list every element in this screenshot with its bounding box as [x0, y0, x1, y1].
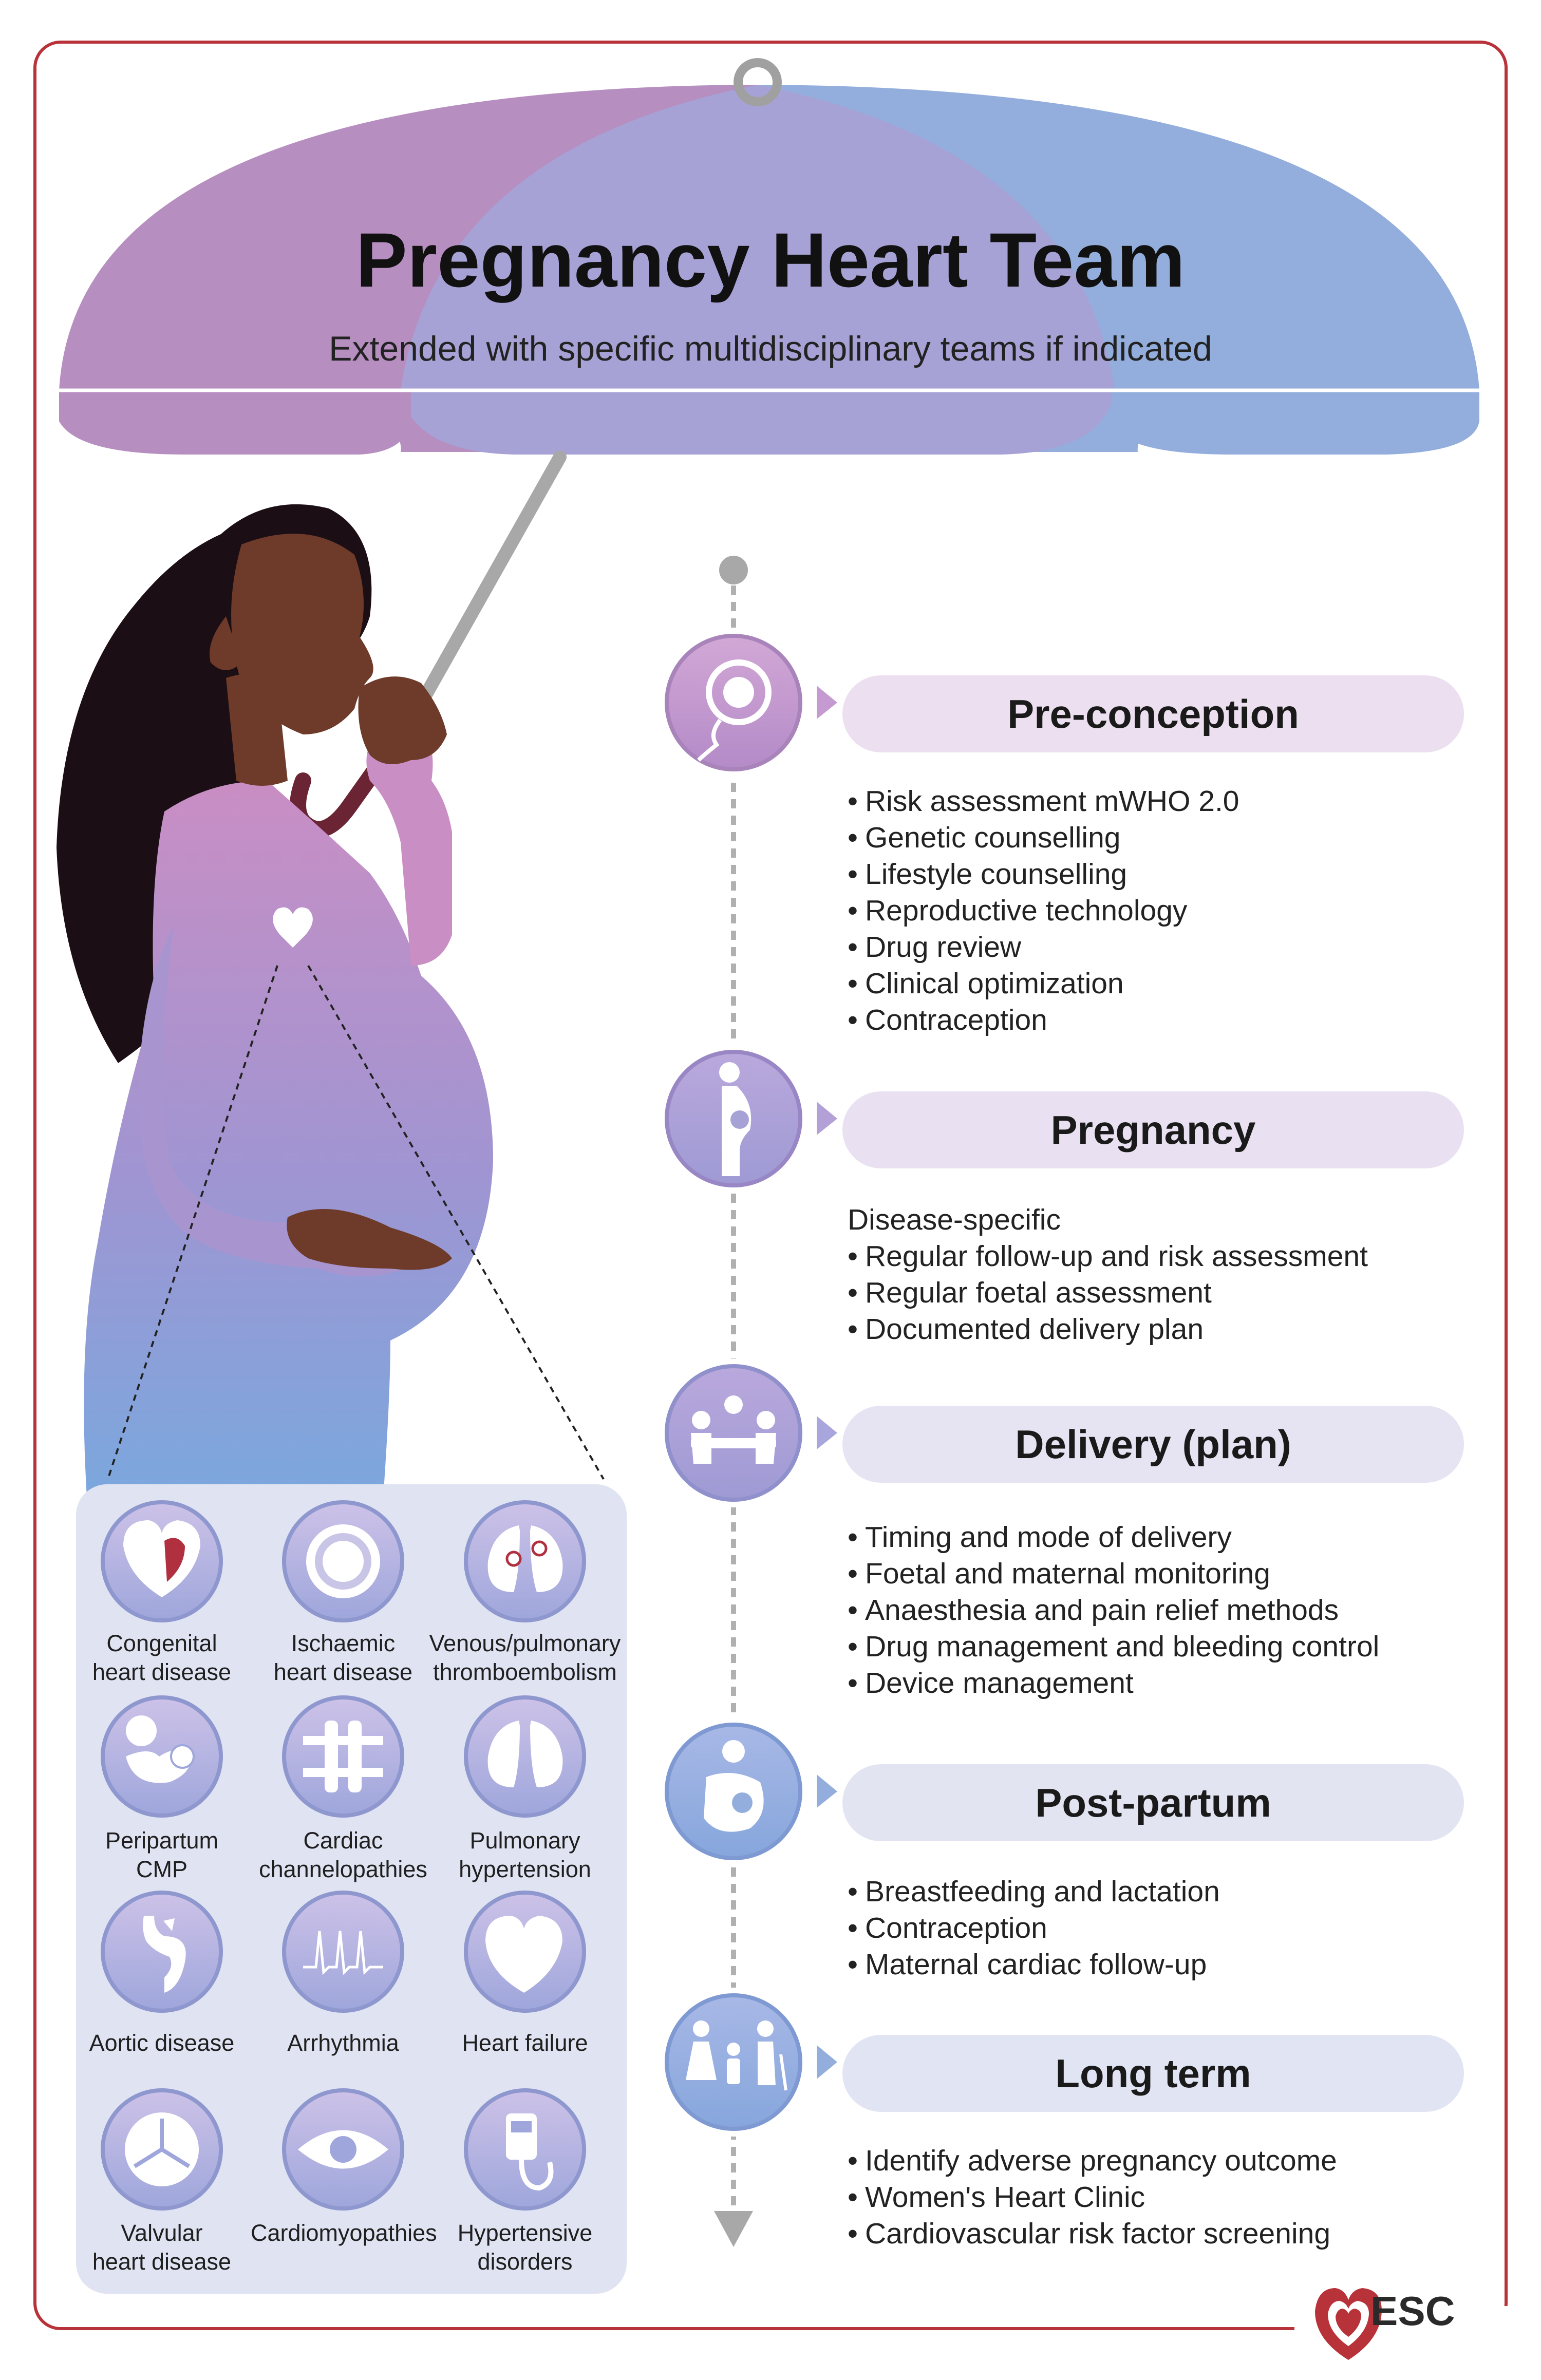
dress — [84, 781, 494, 1505]
list-item: Documented delivery plan — [848, 1311, 1515, 1348]
stage-circle-long-term — [659, 1988, 837, 2137]
pregnant-woman-illustration — [57, 504, 605, 1505]
congenital-heart-icon — [101, 1500, 223, 1622]
cardiomyopathy-icon — [282, 2088, 404, 2211]
hand-on-belly — [287, 1209, 452, 1270]
stage-label-pregnancy: Pregnancy — [1050, 1107, 1256, 1153]
mother-baby-icon — [101, 1695, 223, 1818]
frame-border — [33, 41, 1508, 2330]
list-item: Women's Heart Clinic — [848, 2179, 1515, 2216]
list-lead: Disease-specific — [848, 1203, 1061, 1236]
list-item: Genetic counselling — [848, 820, 1515, 856]
ion-channel-icon — [282, 1695, 404, 1818]
list-item: Drug management and bleeding control — [848, 1629, 1515, 1665]
esc-heart-logo-icon — [1315, 2288, 1382, 2360]
umbrella — [59, 58, 1479, 838]
lungs-embolism-icon — [464, 1500, 586, 1622]
heart-icon — [464, 1891, 586, 2013]
stage-pill-pregnancy — [842, 1091, 1464, 1168]
list-item: Timing and mode of delivery — [848, 1519, 1515, 1556]
ecg-icon — [282, 1891, 404, 2013]
list-item: Regular foetal assessment — [848, 1275, 1515, 1311]
heart-icon-chest — [273, 907, 313, 948]
condition-label-arrhythmia: Arrhythmia — [287, 2030, 399, 2056]
condition-label-cardiomyopathies: Cardiomyopathies — [251, 2220, 437, 2246]
list-item: Risk assessment mWHO 2.0 — [848, 783, 1515, 820]
stage-label-postpartum: Post-partum — [1035, 1780, 1271, 1825]
stage-circle-delivery — [659, 1358, 837, 1507]
stage-label-long-term: Long term — [1055, 2051, 1251, 2096]
timeline-arrow — [714, 2211, 753, 2247]
list-item: Anaesthesia and pain relief methods — [848, 1592, 1515, 1629]
artery-cross-section-icon — [282, 1500, 404, 1622]
family-icon — [686, 2020, 787, 2091]
list-item: Contraception — [848, 1002, 1515, 1038]
stage-label-delivery: Delivery (plan) — [1015, 1422, 1291, 1467]
list-item: Reproductive technology — [848, 893, 1515, 929]
umbrella-shaft — [408, 450, 567, 721]
lungs-icon — [464, 1695, 586, 1818]
list-item: Breastfeeding and lactation — [848, 1874, 1515, 1910]
list-item: Identify adverse pregnancy outcome — [848, 2143, 1515, 2179]
stage-circle-postpartum — [659, 1717, 837, 1866]
umbrella-center-panel — [401, 85, 1115, 455]
stage-pill-preconception — [842, 675, 1464, 752]
stage-list-preconception: Risk assessment mWHO 2.0 Genetic counsel… — [848, 783, 1515, 1038]
raised-arm — [366, 724, 452, 966]
stage-list-long-term: Identify adverse pregnancy outcome Women… — [848, 2143, 1515, 2252]
blood-pressure-monitor-icon — [464, 2088, 586, 2211]
list-item: Foetal and maternal monitoring — [848, 1556, 1515, 1592]
page-title: Pregnancy Heart Team — [355, 217, 1186, 303]
stage-circle-pregnancy — [659, 1044, 837, 1193]
stage-list-delivery: Timing and mode of delivery Foetal and m… — [848, 1519, 1515, 1702]
pregnant-woman-icon — [719, 1062, 751, 1176]
stage-list-postpartum: Breastfeeding and lactation Contraceptio… — [848, 1874, 1515, 1983]
list-item: Regular follow-up and risk assessment — [848, 1238, 1515, 1275]
aorta-icon — [101, 1891, 223, 2013]
list-item: Device management — [848, 1665, 1515, 1702]
stage-circle-preconception — [659, 628, 837, 777]
list-item: Clinical optimization — [848, 966, 1515, 1002]
list-item: Contraception — [848, 1910, 1515, 1947]
list-item: Cardiovascular risk factor screening — [848, 2216, 1515, 2252]
stage-pill-postpartum — [842, 1764, 1464, 1841]
conditions-panel — [76, 1484, 627, 2294]
condition-label-aortic: Aortic disease — [89, 2030, 235, 2056]
condition-label-heart-failure: Heart failure — [462, 2030, 588, 2056]
stage-pill-delivery — [842, 1406, 1464, 1483]
list-item: Drug review — [848, 929, 1515, 966]
sperm-egg-icon — [697, 659, 772, 762]
esc-logo-text: ESC — [1370, 2288, 1455, 2334]
breastfeeding-icon — [704, 1740, 764, 1832]
page-subtitle: Extended with specific multidisciplinary… — [329, 329, 1212, 368]
stage-list-pregnancy: Disease-specific Regular follow-up and r… — [848, 1202, 1515, 1348]
hand-holding-umbrella — [358, 676, 447, 764]
face — [231, 534, 373, 734]
list-item: Maternal cardiac follow-up — [848, 1947, 1515, 1983]
stage-label-preconception: Pre-conception — [1007, 691, 1299, 736]
valve-icon — [101, 2088, 223, 2211]
team-meeting-icon — [691, 1395, 776, 1464]
stage-pill-long-term — [842, 2035, 1464, 2112]
timeline-start-dot — [719, 556, 748, 584]
lower-arm — [138, 924, 418, 1276]
list-item: Lifestyle counselling — [848, 856, 1515, 893]
